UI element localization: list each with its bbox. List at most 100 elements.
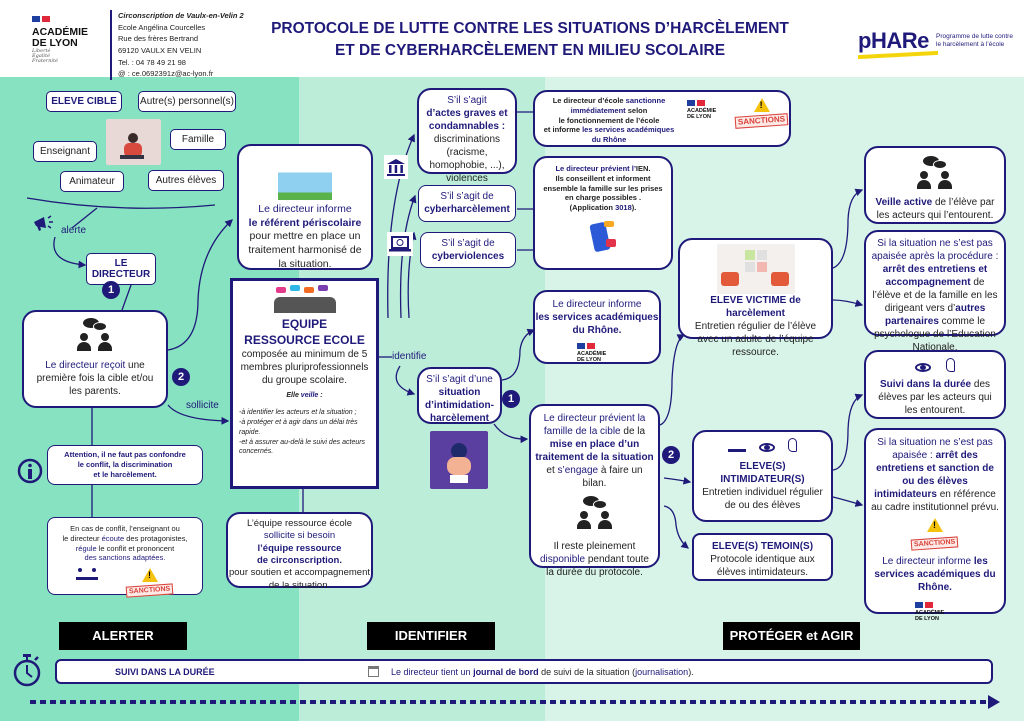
actes-graves-box[interactable]: S’il s’agit d’actes graves et condamnabl…: [417, 88, 517, 184]
acad-n-l2: DE LYON: [915, 615, 939, 622]
journal-hl2: journalisation: [635, 667, 689, 677]
periscolaire-l2: le référent périscolaire: [248, 216, 362, 229]
journal-c: ).: [688, 667, 694, 677]
sanctions-stamp: SANCTIONS: [734, 112, 789, 129]
suivi-rest: des élèves par les acteurs qui les entou…: [878, 379, 992, 416]
ear-icon: [787, 438, 797, 452]
flag-blue: [32, 16, 40, 22]
step-1-badge-identifier: 1: [502, 390, 520, 408]
sanct-l2: le fonctionnement de l’école: [558, 115, 660, 125]
circ-l2: sollicite si besoin: [263, 530, 336, 542]
actor-animateur[interactable]: Animateur: [60, 171, 124, 192]
conflit-regule: régule: [75, 543, 97, 553]
suivi-hl: Suivi dans la durée: [879, 379, 972, 390]
title-line2: ET DE CYBERHARCÈLEMENT EN MILIEU SCOLAIR…: [334, 42, 726, 60]
actor-autres-personnels[interactable]: Autre(s) personnel(s): [138, 91, 236, 112]
non-apaisee-intim-box[interactable]: Si la situation ne s’est pas apaisée : a…: [864, 428, 1006, 621]
famille-b: de la: [620, 426, 646, 437]
phare-logo: pHARe: [858, 28, 929, 53]
temoins-box[interactable]: ELEVE(S) TEMOIN(S) Protocole identique a…: [692, 533, 833, 581]
conflit-p3b: le conflit et prononcent: [96, 543, 175, 553]
rhone-l2: les services académiques du Rhône.: [535, 312, 659, 336]
veille-hl: veille: [300, 392, 319, 400]
victime-title: ELEVE VICTIME de harcèlement: [710, 295, 801, 319]
periscolaire-box[interactable]: Le directeur informe le référent périsco…: [237, 144, 373, 270]
previent-famille-box[interactable]: Le directeur prévient la famille de la c…: [529, 404, 660, 578]
equipe-item-2: -à protéger et à agir dans un délai très…: [239, 419, 358, 436]
actor-enseignant[interactable]: Enseignant: [33, 141, 97, 162]
megaphone-icon: [32, 214, 56, 237]
attention-box[interactable]: Attention, il ne faut pas confondre le c…: [47, 445, 203, 485]
non-apaisee-victime-box[interactable]: Si la situation ne s’est pas apaisée apr…: [864, 230, 1006, 353]
school-name: Ecole Angélina Courcelles: [118, 22, 206, 32]
circ-l3: l’équipe ressource: [257, 542, 342, 554]
laptop-globe-icon: [387, 232, 413, 256]
ien-box[interactable]: Le directeur prévient l’IEN. Ils conseil…: [533, 156, 673, 270]
conflit-p1: En cas de conflit, l’enseignant ou: [70, 524, 180, 533]
phare-sub1: Programme de lutte contre: [936, 33, 1013, 40]
victime-box[interactable]: ELEVE VICTIME de harcèlement Entretien r…: [678, 238, 833, 358]
sanctionne-box[interactable]: Le directeur d’école sanctionne immédiat…: [533, 90, 791, 147]
veille-active-box[interactable]: Veille active de l’élève par les acteurs…: [864, 146, 1006, 224]
equipe-title1: EQUIPE: [281, 317, 328, 331]
intim-desc: Entretien individuel régulier de ou des …: [702, 487, 823, 511]
step-2-badge: 2: [172, 368, 190, 386]
famille-f: à faire un bilan.: [582, 465, 643, 489]
sad-student-illustration: [106, 119, 161, 165]
journal-hl: journal de bord: [473, 667, 539, 677]
conflit-box[interactable]: En cas de conflit, l’enseignant ou le di…: [47, 517, 203, 598]
sanct-l1a: Le directeur d’école: [552, 96, 626, 105]
cyberviolences-box[interactable]: S’il s’agit de cyberviolences: [420, 232, 516, 268]
intimidation-box[interactable]: S’il s’agit d’une situation d’intimidati…: [417, 367, 502, 424]
suivi-duree-box[interactable]: Suivi dans la durée des élèves par les a…: [864, 350, 1006, 419]
bullied-student-illustration: [430, 431, 488, 489]
attention-line1: Attention, il ne faut pas confondre: [64, 450, 186, 459]
cyberv-l1: S’il s’agit de: [441, 238, 495, 249]
actor-autres-eleves[interactable]: Autres élèves: [148, 170, 224, 191]
sanct-l1b: selon: [625, 105, 648, 115]
actor-eleve-cible[interactable]: ELEVE CIBLE: [46, 91, 122, 112]
school-email[interactable]: @ : ce.0692391z@ac-lyon.fr: [118, 69, 214, 79]
acad-n-l1: ACADÉMIE: [915, 609, 945, 616]
actor-famille[interactable]: Famille: [170, 129, 226, 150]
warning-icon: [142, 568, 159, 582]
nai-a: Si la situation ne s’est pas apaisée :: [877, 437, 993, 461]
equipe-title2: RESSOURCE ECOLE: [244, 332, 365, 347]
nai-c: Le directeur informe: [882, 556, 974, 568]
cyberv-l2: cyberviolences: [431, 251, 505, 262]
conflit-p4: des sanctions adaptées.: [84, 553, 166, 563]
directeur-recoit-box[interactable]: Le directeur reçoit une première fois la…: [22, 310, 168, 408]
counseling-illustration: [716, 244, 795, 294]
title-line1: PROTOCOLE DE LUTTE CONTRE LES SITUATIONS…: [271, 20, 789, 37]
calendar-icon: [368, 666, 379, 677]
equipe-ressource-box[interactable]: EQUIPE RESSOURCE ECOLE composée au minim…: [230, 278, 379, 489]
warning-icon: [927, 518, 943, 532]
suivi-footer-bar[interactable]: SUIVI DANS LA DURÉE Le directeur tient u…: [55, 659, 993, 684]
school-city: 69120 VAULX EN VELIN: [118, 45, 202, 55]
acad-r-l1: ACADÉMIE: [577, 350, 607, 357]
people-talking-icon: [575, 496, 615, 530]
circ-l5: pour soutien et accompagnement de la sit…: [228, 567, 370, 591]
recoit-text: une première fois la cible et/ou les par…: [36, 359, 154, 397]
intimidateurs-box[interactable]: ELEVE(S) INTIMIDATEUR(S) Entretien indiv…: [692, 430, 833, 522]
phare-subtitle: Programme de lutte contre le harcèlement…: [936, 33, 1013, 50]
phare-sub2: le harcèlement à l’école: [936, 41, 1005, 49]
academie-logo-small: ACADÉMIE DE LYON: [577, 343, 617, 363]
step-1-badge: 1: [102, 281, 120, 299]
suivi-label: SUIVI DANS LA DURÉE: [115, 667, 215, 677]
famille-c: mise en place d’un traitement de la situ…: [535, 439, 654, 463]
academie-line1: ACADÉMIE: [32, 25, 89, 38]
informe-rhone-box[interactable]: Le directeur informe les services académ…: [533, 290, 661, 364]
cyberharcelement-box[interactable]: S’il s’agit de cyberharcèlement: [418, 185, 516, 222]
academie-logo: ACADÉMIE DE LYON Liberté Égalité Fratern…: [32, 10, 88, 65]
warning-icon: [753, 98, 770, 112]
le-directeur-box[interactable]: LE DIRECTEUR: [86, 253, 156, 285]
meeting-icon: [76, 568, 99, 580]
equipe-item-3: -et à assurer au-delà le suivi des acteu…: [239, 438, 366, 456]
famille-a: Le directeur prévient la famille de la c…: [543, 413, 646, 437]
equipe-desc: composée au minimum de 5 membres pluripr…: [240, 349, 369, 387]
ien-3018: 3018: [615, 203, 632, 212]
nai-hl2: les services académiques du Rhône.: [874, 556, 996, 594]
circonscription-box[interactable]: L’équipe ressource école sollicite si be…: [226, 512, 373, 591]
academie-logo-small: ACADÉMIE DE LYON: [915, 602, 955, 622]
